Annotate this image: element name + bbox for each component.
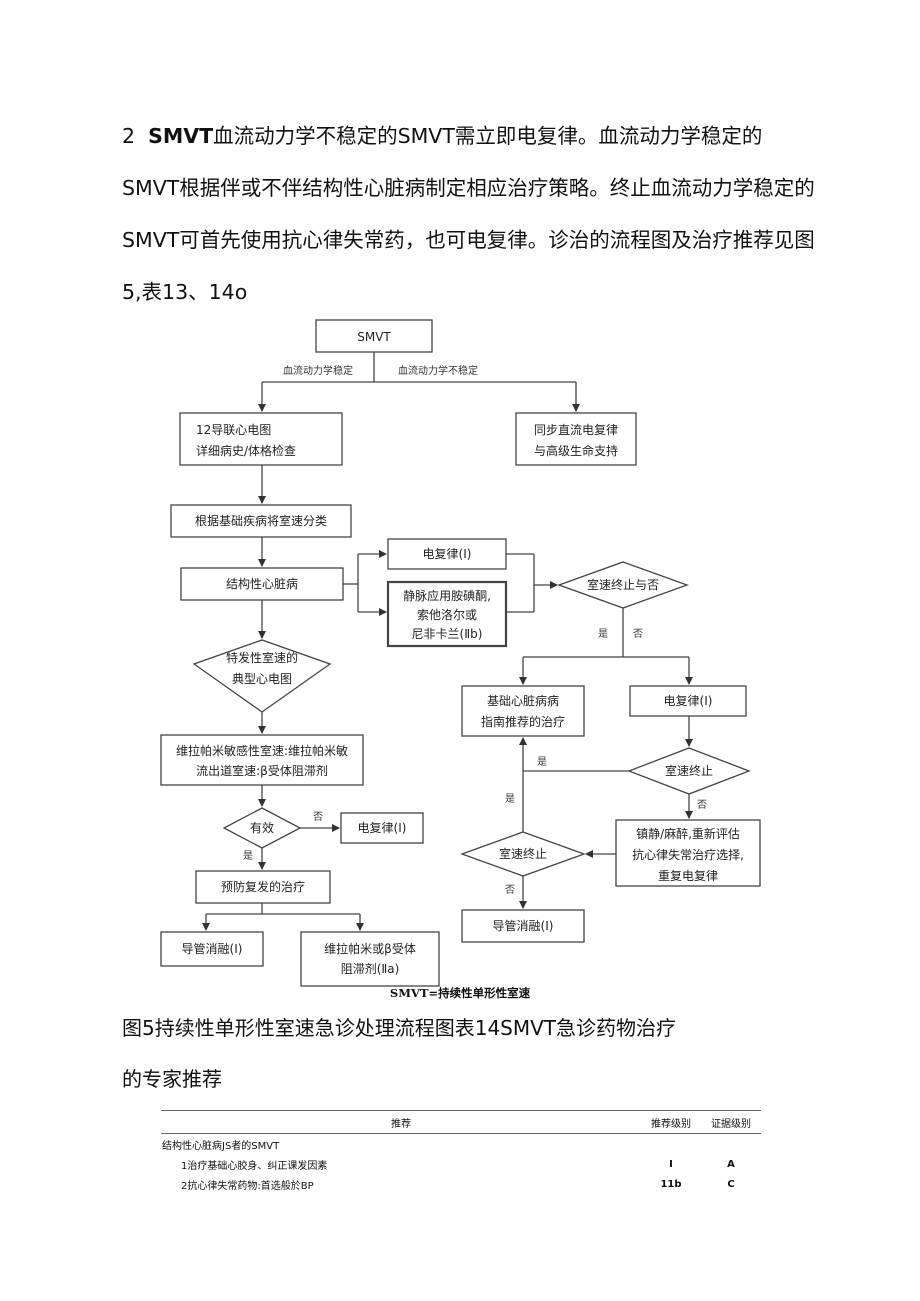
- text-ablation-b: 导管消融(Ⅰ): [493, 918, 554, 933]
- box-ablation-a: [160, 931, 264, 967]
- header-rec-level: 推荐级别: [641, 1110, 701, 1134]
- label-no-2: 否: [697, 799, 707, 811]
- box-smvt: [315, 319, 433, 353]
- box-verapamil: [160, 734, 364, 786]
- label-yes-1: 是: [598, 628, 608, 640]
- text-vb-2: 阻滞剂(Ⅱa): [341, 961, 400, 976]
- text-iv-2: 索他洛尔或: [417, 607, 477, 622]
- table-row: 1治疗基础心胶身、纠正课发因素 I A: [161, 1154, 761, 1174]
- row-text: 2抗心律失常药物:首选般於BP: [181, 1180, 314, 1192]
- text-structural: 结构性心脏病: [226, 576, 298, 591]
- text-ecg-2: 详细病史/体格检查: [196, 443, 296, 458]
- text-cardiov-c: 电复律(Ⅰ): [358, 821, 407, 835]
- box-vb: [300, 931, 440, 987]
- box-structural: [180, 567, 344, 601]
- row-text: 1治疗基础心胶身、纠正课发因素: [181, 1160, 328, 1172]
- label-no-3: 否: [313, 811, 323, 823]
- label-unstable: 血流动力学不稳定: [398, 364, 478, 377]
- text-idio-1: 特发性室速的: [226, 650, 298, 665]
- box-basic-heart: [461, 685, 585, 737]
- row-evi: C: [727, 1178, 735, 1190]
- text-ecg-1: 12导联心电图: [196, 423, 271, 437]
- text-prevent: 预防复发的治疗: [221, 879, 305, 894]
- para-num: 2: [122, 124, 136, 148]
- text-sed-2: 抗心律失常治疗选择,: [632, 847, 744, 862]
- box-classify: [170, 504, 352, 538]
- label-yes-3: 是: [243, 850, 253, 862]
- text-basic-2: 指南推荐的治疗: [481, 714, 565, 729]
- figure-caption-line-2: 的专家推荐: [122, 1067, 222, 1091]
- text-vt-stop-q: 室速终止与否: [587, 577, 659, 592]
- para-line-1: 2 SMVT血流动力学不稳定的SMVT需立即电复律。血流动力学稳定的: [122, 110, 812, 162]
- box-ablation-b: [461, 909, 585, 943]
- text-classify: 根据基础疾病将室速分类: [195, 513, 327, 528]
- group-label: 结构性心脏病JS者的SMVT: [162, 1140, 280, 1152]
- row-rec: I: [669, 1158, 673, 1170]
- box-cardiov-c: [340, 812, 424, 844]
- para-line-4: 5,表13、14o: [122, 280, 248, 304]
- text-sed-3: 重复电复律: [658, 869, 718, 883]
- figure-note: SMVT=持续性单形性室速: [389, 986, 531, 1000]
- text-sync-1: 同步直流电复律: [534, 423, 618, 437]
- text-idio-2: 典型心电图: [232, 672, 292, 686]
- label-no-1: 否: [633, 628, 643, 640]
- box-iv-drugs: [386, 580, 508, 648]
- label-no-4: 否: [505, 884, 515, 896]
- recommendation-table: 推荐 推荐级别 证据级别 结构性心脏病JS者的SMVT 1治疗基础心胶身、纠正课…: [161, 1110, 761, 1194]
- text-cardiov-a: 电复律(Ⅰ): [423, 547, 472, 561]
- table-row: 2抗心律失常药物:首选般於BP 11b C: [161, 1174, 761, 1194]
- table-header-row: 推荐 推荐级别 证据级别: [161, 1110, 761, 1134]
- text-sed-1: 镇静/麻醉,重新评估: [636, 826, 740, 841]
- intro-paragraph: 2 SMVT血流动力学不稳定的SMVT需立即电复律。血流动力学稳定的 SMVT根…: [122, 110, 815, 318]
- para-line1-rest: 血流动力学不稳定的SMVT需立即电复律。血流动力学稳定的: [213, 124, 763, 148]
- text-iv-1: 静脉应用胺碘酮,: [403, 588, 491, 603]
- text-vt-stop-2: 室速终止: [499, 846, 547, 861]
- box-prevent: [195, 870, 331, 904]
- text-cardiov-b: 电复律(Ⅰ): [664, 694, 713, 708]
- text-ablation-a: 导管消融(Ⅰ): [182, 941, 243, 956]
- header-recommendation: 推荐: [161, 1110, 641, 1134]
- text-smvt: SMVT: [357, 330, 391, 344]
- text-effective: 有效: [250, 820, 274, 835]
- text-iv-3: 尼非卡兰(Ⅱb): [412, 627, 483, 641]
- text-sync-2: 与高级生命支持: [534, 443, 618, 458]
- box-sync: [515, 412, 637, 466]
- box-cardiov-b: [629, 685, 747, 717]
- text-vera-1: 维拉帕米敏感性室速:维拉帕米敏: [176, 743, 348, 758]
- figure-caption-line-1: 图5持续性单形性室速急诊处理流程图表14SMVT急诊药物治疗: [122, 1016, 677, 1040]
- text-vt-stop-1: 室速终止: [665, 763, 713, 778]
- para-line-3: SMVT可首先使用抗心律失常药，也可电复律。诊治的流程图及治疗推荐见图: [122, 228, 815, 252]
- text-vera-2: 流出道室速:β受体阻滞剂: [196, 763, 328, 778]
- table-group-row: 结构性心脏病JS者的SMVT: [161, 1134, 761, 1155]
- label-stable: 血流动力学稳定: [283, 364, 353, 377]
- row-rec: 11b: [660, 1178, 682, 1190]
- box-ecg: [179, 412, 343, 466]
- label-yes-2: 是: [537, 756, 547, 768]
- label-yes-4: 是: [505, 793, 515, 805]
- para-bold-term: SMVT: [148, 124, 214, 148]
- text-vb-1: 维拉帕米或β受体: [324, 941, 416, 956]
- row-evi: A: [727, 1158, 735, 1170]
- header-evidence-level: 证据级别: [701, 1110, 761, 1134]
- box-sedation: [615, 819, 761, 887]
- text-basic-1: 基础心脏病病: [487, 693, 559, 708]
- para-line-2: SMVT根据伴或不伴结构性心脏病制定相应治疗策略。终止血流动力学稳定的: [122, 176, 815, 200]
- flowchart: SMVT 血流动力学稳定 血流动力学不稳定 12导联心电图 详细病史/体格检查 …: [160, 319, 761, 987]
- box-cardiov-a: [387, 538, 507, 570]
